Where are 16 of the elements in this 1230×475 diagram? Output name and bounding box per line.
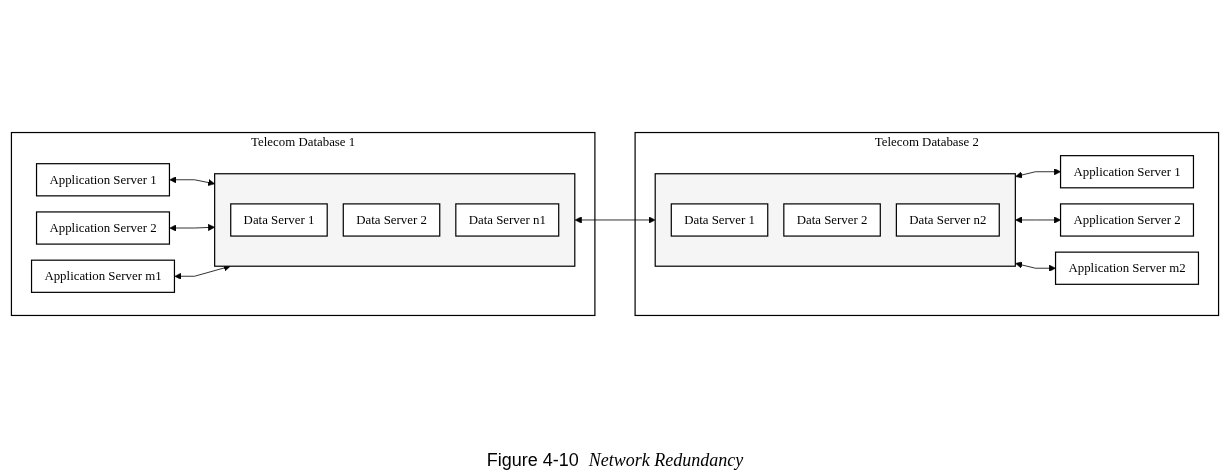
node-box: Application Server 2 [35, 211, 171, 245]
node-box: Data Server 2 [342, 203, 441, 237]
cluster [214, 173, 576, 267]
node-box: Application Server 2 [1059, 203, 1195, 237]
node-box: Data Server 1 [670, 203, 769, 237]
node-box: Data Server 2 [783, 203, 881, 237]
node-box: Data Server n2 [895, 203, 1000, 237]
node-box: Application Server 1 [1059, 155, 1195, 189]
node-box: Application Server m2 [1054, 251, 1200, 285]
node-box: Application Server 1 [35, 163, 171, 197]
figure-caption: Network Redundancy [588, 450, 744, 471]
node-box: Data Server 1 [230, 203, 328, 237]
node-box: Application Server m1 [30, 259, 176, 293]
figure-title: Figure 4-10 [486, 450, 579, 471]
cluster [654, 173, 1016, 267]
node-box: Data Server n1 [455, 203, 560, 237]
